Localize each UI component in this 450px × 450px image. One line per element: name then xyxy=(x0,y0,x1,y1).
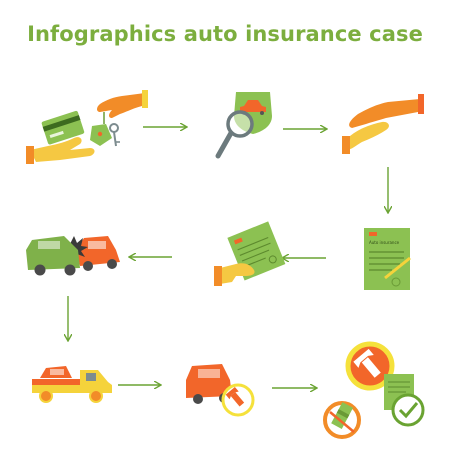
insurance-document-icon: Auto insurance xyxy=(364,228,411,290)
page-title: Infographics auto insurance case xyxy=(27,22,423,46)
claim-approval-icon xyxy=(323,341,425,439)
car-collision-icon xyxy=(26,236,120,276)
handshake-icon xyxy=(342,94,424,154)
car-repair-icon xyxy=(186,364,255,417)
tow-truck-icon xyxy=(32,366,112,403)
magnifier-inspection-icon xyxy=(215,92,272,159)
card-key-exchange-icon xyxy=(26,90,148,164)
document-heading: Auto insurance xyxy=(369,240,400,245)
document-handover-icon xyxy=(214,221,286,286)
